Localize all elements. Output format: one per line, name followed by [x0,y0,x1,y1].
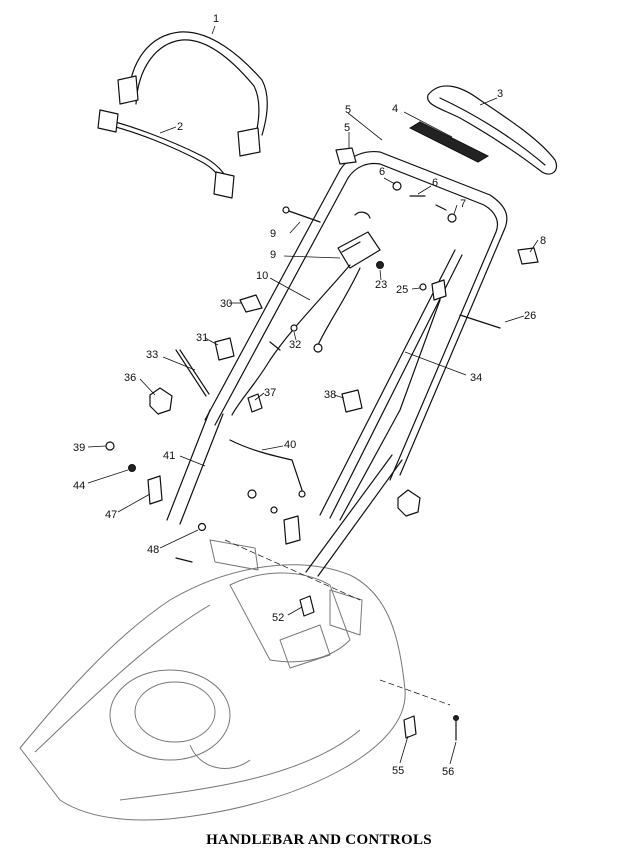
callout-30: 9 [270,228,276,240]
height-adjuster-48 [299,595,315,617]
callout-23: 34 [470,372,482,384]
callout-37: 55 [392,765,404,777]
callout-32: 26 [524,310,536,322]
callout-2: 2 [177,121,183,133]
mower-deck [19,539,451,821]
handle-knob-left [335,147,357,165]
handle-knob-40 [149,387,173,415]
bail-upper [117,31,268,157]
callout-5b: 8 [540,235,546,247]
cable-clamp [419,279,447,301]
callout-6b: 7 [460,198,466,210]
callout-52: 48 [147,544,159,556]
bushing-52 [175,522,207,563]
control-lever [337,211,381,269]
washer-center [247,489,278,514]
washer [392,181,457,223]
callout-40: 36 [124,372,136,384]
bushing-47 [247,393,263,413]
callout-10: 32 [289,339,301,351]
cable-41 [229,439,306,498]
knob-39 [105,441,115,451]
callout-34: 41 [163,450,175,462]
callout-33: 25 [396,284,408,296]
callout-5a: 5 [344,122,350,134]
handle-knob-lower-right [397,489,421,517]
bolt-44 [453,715,459,741]
handle-knob-right [517,247,539,265]
callout-6a: 6 [379,166,385,178]
leader-lines [87,25,539,765]
cable-23 [339,299,441,521]
callout-39: 39 [73,442,85,454]
callout-7: 6 [432,177,438,189]
callout-48: 52 [272,612,284,624]
clip-10 [269,324,298,351]
callout-47: 37 [264,387,276,399]
pin-37 [403,715,417,739]
cable-tie [239,294,263,313]
rod-56 [175,349,210,397]
callout-labels: 1 2 3 4 5 5 6 6 7 8 9 9 10 23 25 26 30 3… [73,13,546,778]
callout-4: 3 [497,88,503,100]
lower-handle [166,409,403,577]
callout-9a: 31 [196,332,208,344]
diagram-title: HANDLEBAR AND CONTROLS [206,832,432,848]
callout-26: 10 [256,270,268,282]
callout-38: 44 [73,480,85,492]
nut-38 [128,464,136,472]
callout-3: 1 [213,13,219,25]
handle-grip [427,85,558,175]
callout-36: 47 [105,509,117,521]
callout-56: 33 [146,349,158,361]
bolt-32 [459,314,501,329]
callout-31: 23 [375,279,387,291]
handle-clamp-right [341,389,363,413]
bolt [409,195,447,211]
callout-9b: 38 [324,389,336,401]
bail-lower [97,109,235,199]
callout-1: 5 [345,104,351,116]
handle-clamp-left [214,337,235,361]
decal-label [408,121,490,163]
callout-41: 40 [284,439,296,451]
nut-31 [376,261,384,269]
bolt-30 [282,206,321,223]
callout-8: 30 [220,298,232,310]
callout-44: 56 [442,766,454,778]
callout-25: 9 [270,249,276,261]
callout-55: 4 [392,103,398,115]
control-cable [231,264,361,416]
bracket-36 [147,475,301,545]
